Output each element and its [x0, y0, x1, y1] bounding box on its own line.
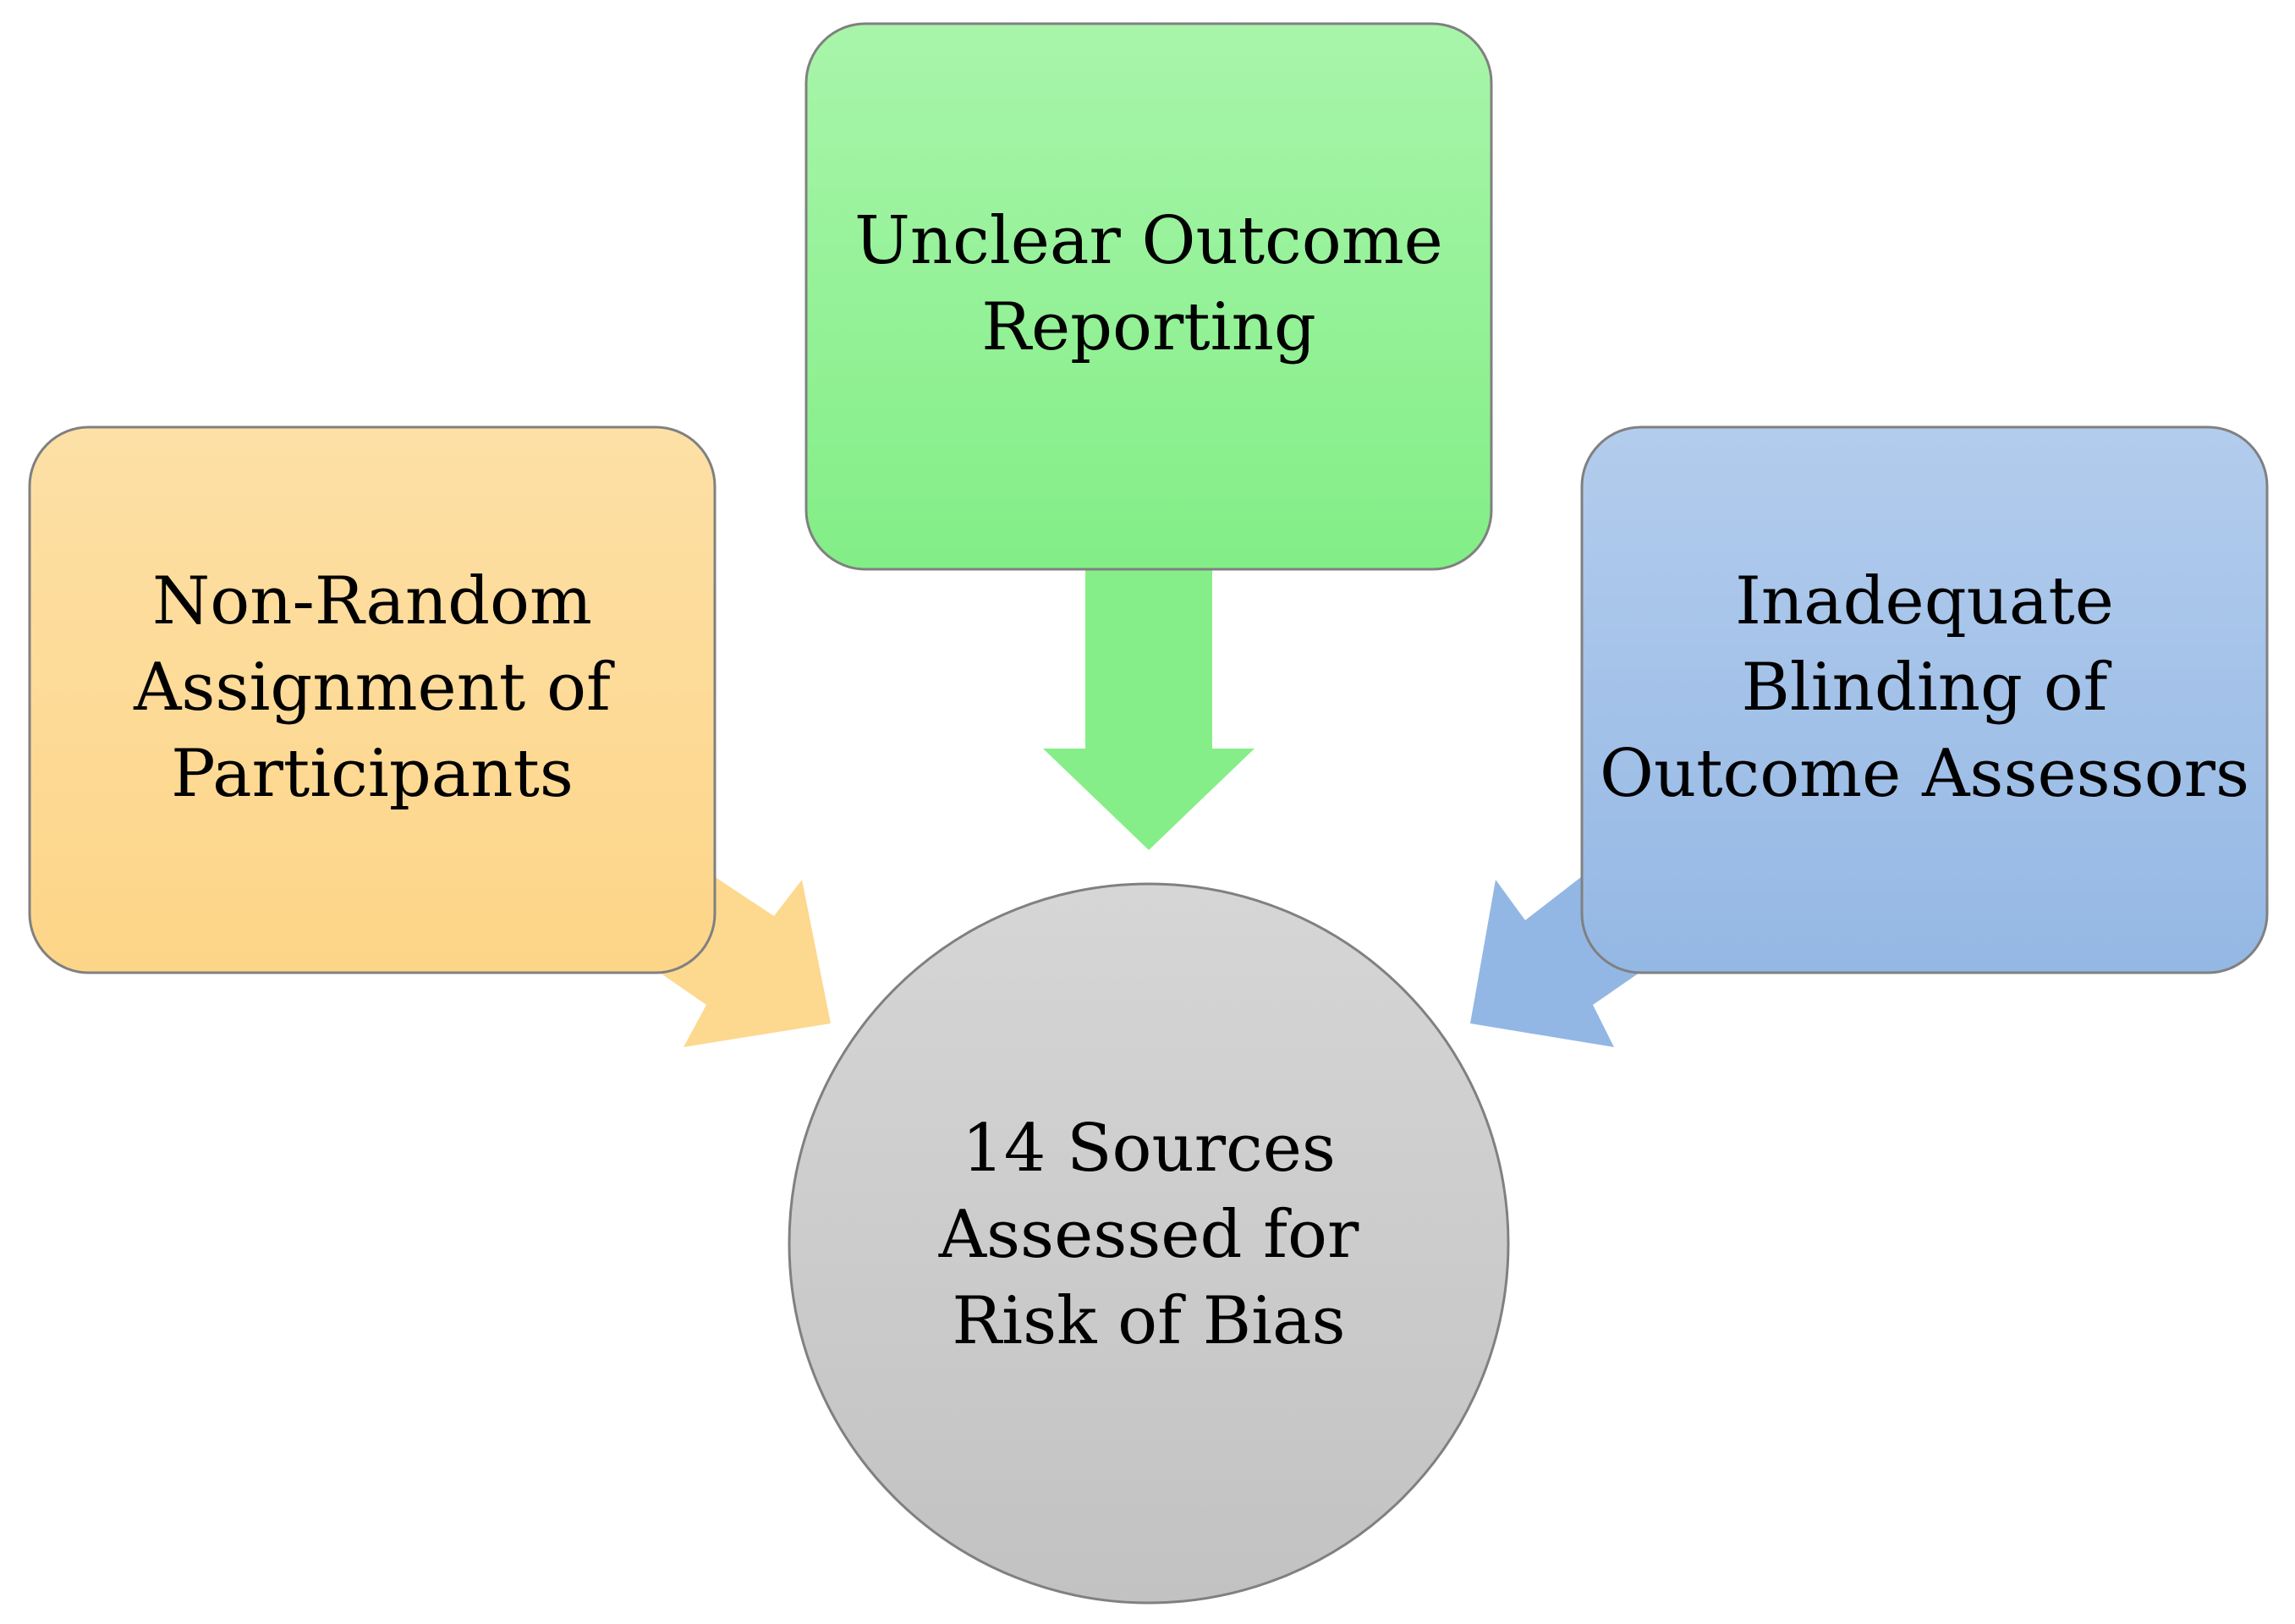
text-line: Risk of Bias — [952, 1283, 1346, 1359]
text-line: Blinding of — [1741, 649, 2108, 726]
text-unclear-outcome-reporting: Unclear Outcome Reporting — [806, 24, 1491, 569]
text-line: Unclear Outcome — [854, 202, 1443, 279]
box-non-random-assignment — [28, 425, 717, 974]
text-line: Assessed for — [938, 1197, 1359, 1273]
text-line: Participants — [171, 735, 574, 812]
circle-sources-assessed — [788, 882, 1510, 1605]
text-line: 14 Sources — [962, 1111, 1336, 1187]
arrow-top-to-center — [1043, 558, 1255, 850]
text-inadequate-blinding: Inadequate Blinding of Outcome Assessors — [1582, 427, 2267, 973]
text-sources-assessed: 14 Sources Assessed for Risk of Bias — [789, 884, 1508, 1603]
text-line: Non-Random — [152, 562, 592, 639]
box-unclear-outcome-reporting — [804, 22, 1493, 571]
text-non-random-assignment: Non-Random Assignment of Participants — [30, 427, 715, 973]
text-line: Inadequate — [1735, 562, 2114, 639]
text-line: Assignment of — [134, 649, 611, 726]
text-line: Outcome Assessors — [1600, 735, 2249, 812]
box-inadequate-blinding — [1580, 425, 2269, 974]
text-line: Reporting — [981, 288, 1316, 365]
